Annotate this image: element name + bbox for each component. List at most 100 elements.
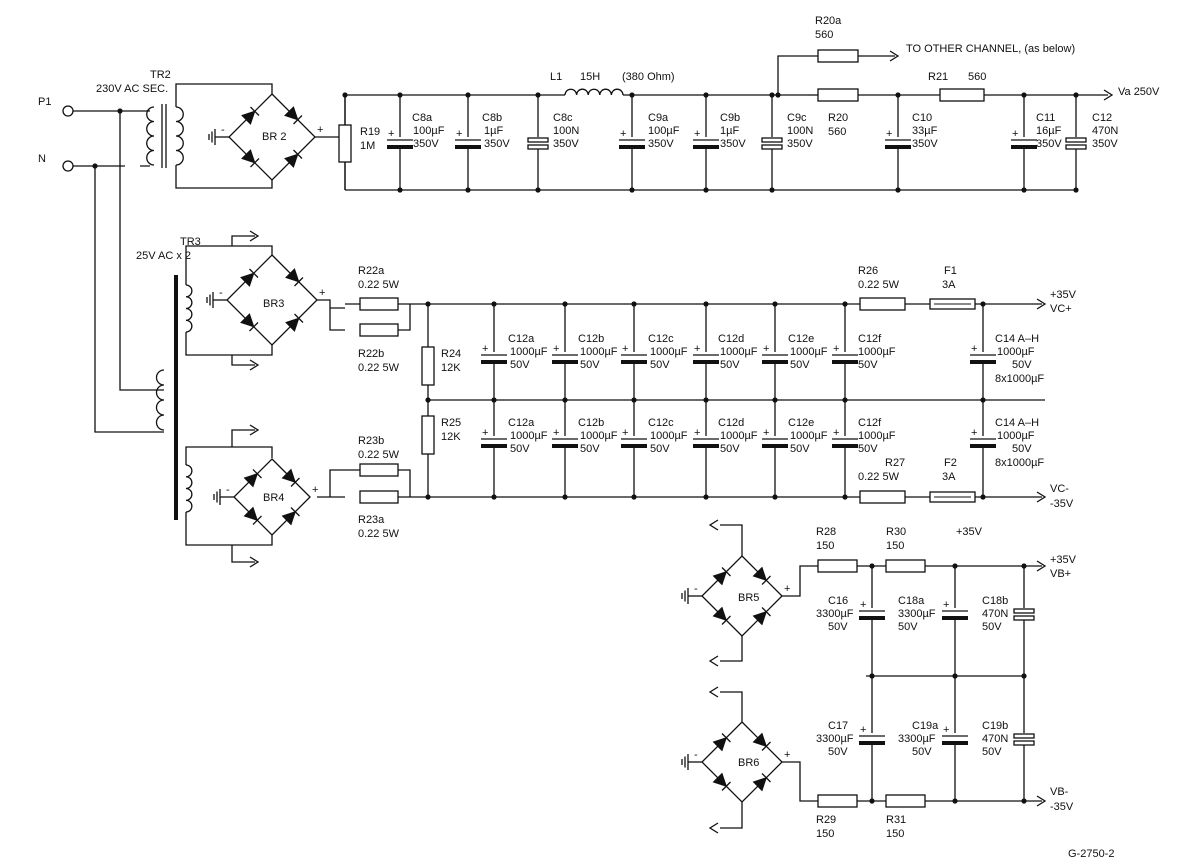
r30-ref: R30 <box>886 526 906 538</box>
br2-bridge-d1-bar <box>250 106 260 116</box>
c12e-bottom-value: 1000µF <box>790 430 828 442</box>
br5-bridge-d1-bar <box>721 567 731 577</box>
c12a-top-ref: C12a <box>508 333 535 345</box>
c8b-capacitor: + <box>455 128 481 149</box>
junction-dot <box>562 301 568 307</box>
br6-label: BR6 <box>738 757 759 769</box>
r22a-resistor <box>359 297 399 311</box>
terminal-p1-icon <box>62 105 74 117</box>
f1-value: 3A <box>942 279 956 291</box>
br5-arrow-bottom <box>708 655 719 667</box>
c12b-top-value: 1000µF <box>580 346 618 358</box>
tr2-ref: TR2 <box>150 69 171 81</box>
c19a-value: 3300µF <box>898 733 936 745</box>
r30-resistor <box>885 559 926 573</box>
junction-dot <box>769 92 775 98</box>
r27-resistor <box>859 490 906 504</box>
c9c-ref: C9c <box>787 112 807 124</box>
c12a-top-voltage: 50V <box>510 359 530 371</box>
br5-bridge: +- <box>681 555 790 637</box>
c10-capacitor-plus-sign: + <box>886 128 892 140</box>
tr2-primary-coil <box>146 106 155 166</box>
wire <box>73 165 150 433</box>
br6-bridge-d4-triangle <box>752 732 768 748</box>
c12e-bottom-capacitor: + <box>762 427 788 448</box>
junction-dot <box>465 92 471 98</box>
tr3-ref: TR3 <box>180 236 201 248</box>
junction-dot <box>562 494 568 500</box>
junction-dot <box>465 187 471 193</box>
r26-resistor-body <box>859 297 906 311</box>
c12b-top-ref: C12b <box>578 333 604 345</box>
r24-ref: R24 <box>441 348 461 360</box>
r19-resistor <box>338 124 352 163</box>
br5-label: BR5 <box>738 592 759 604</box>
c12f-bottom-ref: C12f <box>858 417 882 429</box>
junction-dot <box>703 92 709 98</box>
c12b-top-capacitor-plus-sign: + <box>553 343 559 355</box>
c16-voltage: 50V <box>828 621 848 633</box>
c12a-top-capacitor-plus-sign: + <box>482 343 488 355</box>
c12e-bottom-capacitor-plus-sign: + <box>763 427 769 439</box>
br5-bridge-minus: - <box>694 583 698 595</box>
c19a-voltage: 50V <box>912 746 932 758</box>
c9a-voltage: 350V <box>648 138 674 150</box>
other-channel-arrow <box>889 50 900 62</box>
junction-dot <box>629 187 635 193</box>
tr3-transformer <box>155 275 193 520</box>
tr3-rating: 25V AC x 2 <box>136 250 191 262</box>
wire <box>185 245 273 356</box>
c12f-bottom-capacitor: + <box>832 427 858 448</box>
c8b-ref: C8b <box>482 112 502 124</box>
c12f-top-voltage: 50V <box>858 359 878 371</box>
br4-bridge-d1-triangle <box>243 472 259 488</box>
other-channel-label: TO OTHER CHANNEL, (as below) <box>906 43 1075 55</box>
junction-dot <box>425 397 431 403</box>
junction-dot <box>535 187 541 193</box>
br3-bridge: +- <box>206 254 325 346</box>
c14-top-value: 1000µF <box>997 346 1035 358</box>
c12b-bottom-capacitor-plus-sign: + <box>553 427 559 439</box>
junction-dot <box>491 397 497 403</box>
br6-arrow-bottom <box>708 822 719 834</box>
wire <box>720 691 743 829</box>
junction-dot <box>1021 563 1027 569</box>
wire <box>345 303 428 331</box>
vb-minus-name: VB- <box>1050 786 1069 798</box>
c18b-ref: C18b <box>982 595 1008 607</box>
r20a-value: 560 <box>815 29 833 41</box>
c14-top-capacitor: + <box>970 343 996 364</box>
c12f-top-value: 1000µF <box>858 346 896 358</box>
c9c-capacitor-plate-a <box>761 137 783 143</box>
r30-value: 150 <box>886 540 904 552</box>
vc-minus-arrow <box>1036 491 1047 503</box>
c18b-value: 470N <box>982 608 1008 620</box>
br6-bridge-d1-triangle <box>712 736 728 752</box>
r30-resistor-body <box>885 559 926 573</box>
c12e-top-capacitor-plus-sign: + <box>763 343 769 355</box>
br5-bridge-plus: + <box>784 583 790 595</box>
c8c-capacitor <box>527 137 549 150</box>
c17-value: 3300µF <box>816 733 854 745</box>
br2-bridge-minus: - <box>221 124 225 136</box>
r20a-resistor <box>817 49 859 63</box>
c12-value: 470N <box>1092 125 1118 137</box>
c18b-capacitor <box>1013 608 1035 621</box>
r31-resistor <box>885 794 926 808</box>
r31-value: 150 <box>886 828 904 840</box>
c12a-bottom-ref: C12a <box>508 417 535 429</box>
c12d-top-ref: C12d <box>718 333 744 345</box>
junction-dot <box>769 187 775 193</box>
br2-bridge-d2-bar <box>293 149 303 159</box>
bias-mid-label: +35V <box>956 526 983 538</box>
c14-bottom-note: 8x1000µF <box>995 457 1044 469</box>
c12d-top-voltage: 50V <box>720 359 740 371</box>
c8b-value: 1µF <box>484 125 503 137</box>
br3-bridge-outline <box>226 254 318 346</box>
c8c-capacitor-plate-b <box>527 144 549 150</box>
junction-dot <box>703 187 709 193</box>
c12e-top-voltage: 50V <box>790 359 810 371</box>
c12d-bottom-capacitor: + <box>693 427 719 448</box>
vb-plus-voltage: +35V <box>1050 554 1077 566</box>
c8c-voltage: 350V <box>553 138 579 150</box>
